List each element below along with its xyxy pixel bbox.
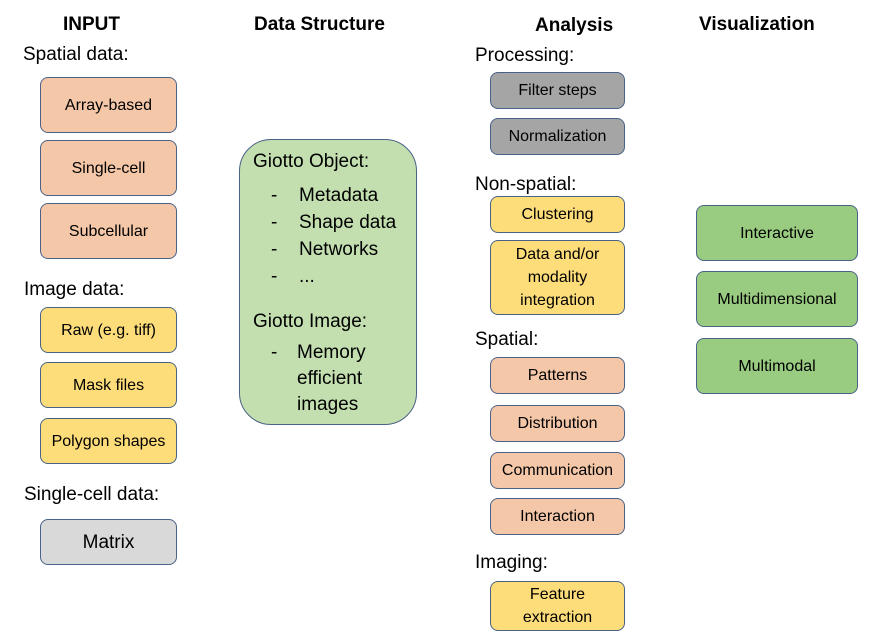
interactive-box: Interactive	[696, 205, 858, 261]
distribution-box: Distribution	[490, 405, 625, 442]
single-cell-box: Single-cell	[40, 140, 177, 196]
bullet-dash: -	[271, 239, 278, 260]
array-based-box: Array-based	[40, 77, 177, 133]
normalization-box: Normalization	[490, 118, 625, 155]
clustering-box: Clustering	[490, 196, 625, 233]
image-item-efficient: efficient	[297, 368, 363, 389]
image-item-memory: Memory	[297, 342, 366, 363]
header-input: INPUT	[63, 14, 120, 35]
object-item-metadata: Metadata	[299, 185, 379, 206]
subcellular-box: Subcellular	[40, 203, 177, 259]
bullet-dash: -	[271, 212, 278, 233]
header-data-structure: Data Structure	[254, 14, 385, 35]
giotto-object-box: Giotto Object: - Metadata - Shape data -…	[239, 139, 417, 425]
imaging-label: Imaging:	[475, 552, 548, 573]
raw-tiff-box: Raw (e.g. tiff)	[40, 307, 177, 353]
communication-box: Communication	[490, 452, 625, 489]
feature-extraction-box: Feature extraction	[490, 581, 625, 631]
header-visualization: Visualization	[699, 14, 815, 35]
bullet-dash: -	[271, 342, 278, 363]
data-integration-box: Data and/or modality integration	[490, 240, 625, 315]
object-item-shape-data: Shape data	[299, 212, 397, 233]
non-spatial-label: Non-spatial:	[475, 174, 577, 195]
polygon-shapes-box: Polygon shapes	[40, 418, 177, 464]
image-item-images: images	[297, 394, 359, 415]
mask-files-box: Mask files	[40, 362, 177, 408]
bullet-dash: -	[271, 185, 278, 206]
patterns-box: Patterns	[490, 357, 625, 394]
spatial-label: Spatial:	[475, 329, 539, 350]
header-analysis: Analysis	[535, 15, 614, 36]
interaction-box: Interaction	[490, 498, 625, 535]
giotto-image-title: Giotto Image:	[253, 311, 368, 332]
matrix-box: Matrix	[40, 519, 177, 565]
giotto-object-title: Giotto Object:	[253, 151, 370, 172]
processing-label: Processing:	[475, 45, 575, 66]
multidimensional-box: Multidimensional	[696, 271, 858, 327]
object-item-networks: Networks	[299, 239, 379, 260]
spatial-data-label: Spatial data:	[23, 44, 129, 65]
image-data-label: Image data:	[24, 279, 125, 300]
single-cell-data-label: Single-cell data:	[24, 484, 160, 505]
object-item-ellipsis: ...	[299, 266, 315, 287]
filter-steps-box: Filter steps	[490, 72, 625, 109]
multimodal-box: Multimodal	[696, 338, 858, 394]
bullet-dash: -	[271, 266, 278, 287]
